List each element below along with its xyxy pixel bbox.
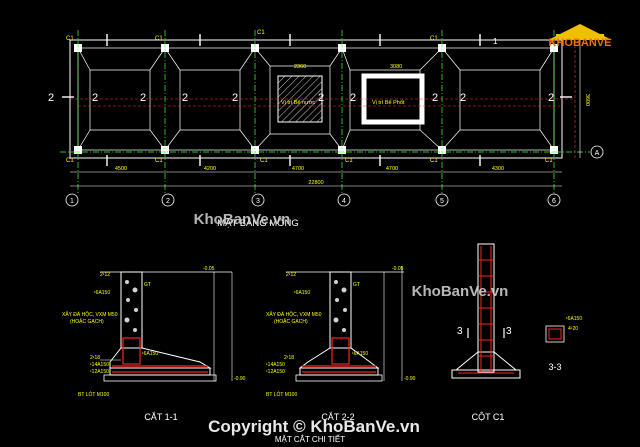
- axis-6: 6: [552, 198, 556, 205]
- wall-note-2: (HOẶC GẠCH): [70, 318, 104, 325]
- side-dim: 3600: [584, 94, 590, 106]
- span-dim: 4700: [292, 166, 304, 172]
- watermarks: KhoBanVe.vn KhoBanVe.vn Copyright © KhoB…: [194, 211, 509, 436]
- septic-tank-dim: 3080: [390, 64, 402, 70]
- section-mark: 1: [493, 37, 498, 46]
- footing-label: 2: [432, 92, 438, 104]
- footing-label: 2: [460, 92, 466, 104]
- section-1-1: 2¹12 ¹6A150 GT -0.05 XÂY ĐÁ HỘC, VXM M50…: [62, 266, 246, 422]
- rebar-b3: ¹12A150: [90, 369, 109, 375]
- lean-concrete: BT LÓT M100: [78, 391, 109, 398]
- septic-tank-label: Vị trí Bể Phốt: [372, 99, 405, 106]
- col-label: C1: [430, 36, 438, 42]
- water-tank-label: Vị trí Bể nước: [281, 99, 315, 106]
- col-rebar: 4¹20: [568, 326, 578, 332]
- footing-label: 2: [232, 92, 238, 104]
- section-2-caption: CẮT 2-2: [321, 412, 354, 422]
- rebar-b2: ¹14A150: [266, 362, 285, 368]
- lean-concrete: BT LÓT M100: [266, 391, 297, 398]
- col-label: C1: [260, 158, 268, 164]
- col-label: C1: [66, 36, 74, 42]
- stirrup2-label: ¹6A150: [352, 351, 368, 357]
- wall-note-1: XÂY ĐÁ HỘC, VXM M50: [266, 311, 322, 318]
- span-dim: 4200: [204, 166, 216, 172]
- col-stirrup: ¹6A150: [566, 316, 582, 322]
- gt-label: GT: [353, 282, 360, 288]
- axis-4: 4: [342, 198, 346, 205]
- wall-note-1: XÂY ĐÁ HỘC, VXM M50: [62, 311, 118, 318]
- stirrup2-label: ¹6A150: [142, 351, 158, 357]
- col-section-mark: 3: [457, 326, 463, 337]
- section-1-caption: CẮT 1-1: [144, 412, 177, 422]
- col-label: C1: [155, 36, 163, 42]
- khobanve-logo: KHOBANVE: [548, 24, 612, 49]
- watermark-text: KhoBanVe.vn: [194, 211, 291, 228]
- level-low: -0.90: [234, 376, 246, 382]
- axis-1: 1: [70, 198, 74, 205]
- rebar-b2: ¹14A150: [90, 362, 109, 368]
- rebar-b1: 2¹18: [284, 355, 294, 361]
- col-label: C1: [155, 158, 163, 164]
- rebar-top-label: 2¹12: [100, 272, 110, 278]
- section-2-2: 2¹12 ¹6A150 GT -0.05 XÂY ĐÁ HỘC, VXM M50…: [266, 266, 416, 422]
- footing-label: 2: [140, 92, 146, 104]
- rebar-b1: 2¹18: [90, 355, 100, 361]
- axis-2: 2: [166, 198, 170, 205]
- col-label: C1: [345, 158, 353, 164]
- stirrup-label: ¹6A150: [294, 290, 310, 296]
- section-3-caption: 3-3: [548, 362, 561, 372]
- foundation-plan: 1 2 3 4 5 6 A C1 C1 C1 C1 C1 C1 C1 C1 C1…: [48, 30, 604, 229]
- watermark-text: KhoBanVe.vn: [412, 283, 509, 300]
- axis-3: 3: [256, 198, 260, 205]
- axis-a: A: [595, 150, 600, 157]
- rebar-b3: ¹12A150: [266, 369, 285, 375]
- span-dim: 4700: [386, 166, 398, 172]
- footing-label: 2: [92, 92, 98, 104]
- footing-label: 2: [548, 92, 554, 104]
- column-caption: CỘT C1: [472, 412, 505, 422]
- span-dim: 4300: [492, 166, 504, 172]
- total-length: 22800: [308, 180, 323, 186]
- detail-group-caption: MẶT CẮT CHI TIẾT: [275, 434, 345, 444]
- level-label: -0.05: [203, 266, 215, 272]
- plan-title: MẶT BẰNG MÓNG: [217, 218, 299, 229]
- stirrup-label: ¹6A150: [94, 290, 110, 296]
- rebar-top-label: 2¹12: [286, 272, 296, 278]
- col-label: C1: [430, 158, 438, 164]
- water-tank-dim: 2360: [294, 64, 306, 70]
- col-label: C1: [66, 158, 74, 164]
- axis-5: 5: [440, 198, 444, 205]
- footing-label: 2: [350, 92, 356, 104]
- wall-note-2: (HOẶC GẠCH): [274, 318, 308, 325]
- col-label: C1: [545, 158, 553, 164]
- footing-label: 2: [182, 92, 188, 104]
- level-label: -0.05: [392, 266, 404, 272]
- footing-label: 2: [318, 92, 324, 104]
- span-dim: 4500: [115, 166, 127, 172]
- level-low: -0.90: [404, 376, 416, 382]
- logo-text: KHOBANVE: [549, 37, 612, 49]
- gt-label: GT: [144, 282, 151, 288]
- col-section-mark: 3: [506, 326, 512, 337]
- copyright-watermark: Copyright © KhoBanVe.vn: [208, 417, 420, 436]
- column-c1: 3 3 CỘT C1 ¹6A150 4¹20 3-3: [451, 243, 582, 422]
- footing-label: 2: [48, 92, 54, 104]
- col-label: C1: [257, 30, 265, 36]
